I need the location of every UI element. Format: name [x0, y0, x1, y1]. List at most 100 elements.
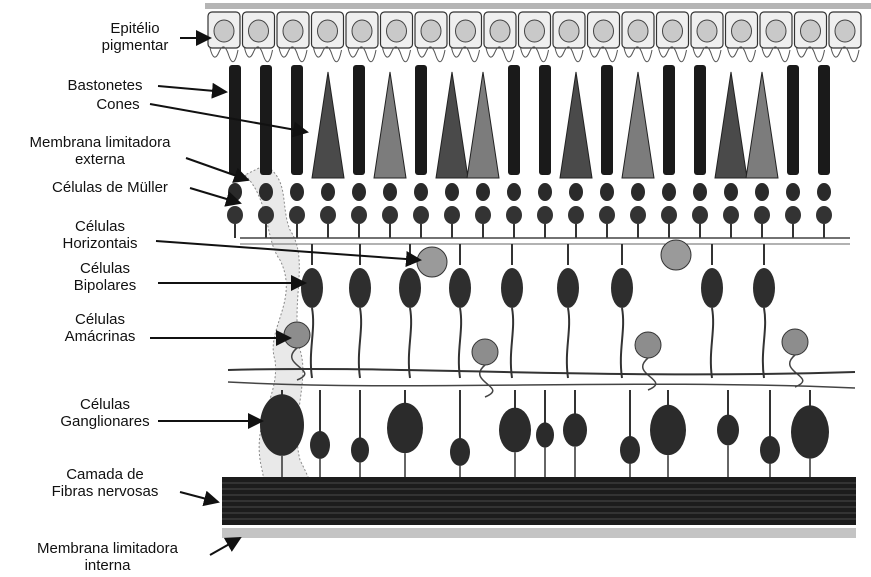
- ganglion-cell: [760, 436, 780, 464]
- label-line: Células: [50, 311, 150, 328]
- pigment-nucleus: [387, 20, 407, 42]
- bipolar-axon: [763, 308, 765, 378]
- label-line: Ganglionares: [45, 413, 165, 430]
- photoreceptor-inner-segment: [259, 183, 273, 201]
- photoreceptor-inner-segment: [786, 183, 800, 201]
- inner-neurons: [228, 240, 855, 478]
- label-line: Amácrinas: [50, 328, 150, 345]
- pigment-process: [831, 47, 859, 62]
- pigment-process: [383, 47, 411, 62]
- pigment-nucleus: [283, 20, 303, 42]
- ganglion-cell: [620, 436, 640, 464]
- ganglion-cell: [536, 422, 554, 447]
- pigment-nucleus: [801, 20, 821, 42]
- amacrine-process: [790, 355, 803, 387]
- pigment-process: [486, 47, 514, 62]
- photoreceptor-nucleus: [444, 206, 460, 224]
- photoreceptor-inner-segment: [507, 183, 521, 201]
- label-line: Células: [45, 218, 155, 235]
- ganglion-cell: [260, 394, 304, 456]
- pigment-nucleus: [214, 20, 234, 42]
- photoreceptor-inner-segment: [321, 183, 335, 201]
- rod-outer-segment: [663, 65, 675, 175]
- cone-outer-segment: [312, 72, 344, 178]
- label-membrana-limitadora-interna: Membrana limitadora interna: [5, 540, 210, 574]
- bipolar-axon: [511, 308, 513, 378]
- ganglion-cell: [351, 437, 369, 462]
- photoreceptor-nucleus: [785, 206, 801, 224]
- bipolar-axon: [311, 308, 313, 378]
- photoreceptor-inner-segment: [228, 183, 242, 201]
- label-line: Fibras nervosas: [25, 483, 185, 500]
- rod-outer-segment: [787, 65, 799, 175]
- label-line: pigmentar: [80, 37, 190, 54]
- photoreceptor-inner-segment: [476, 183, 490, 201]
- nerve-fiber-layer: [222, 477, 856, 538]
- photoreceptor-nucleus: [351, 206, 367, 224]
- photoreceptor-inner-segment: [693, 183, 707, 201]
- amacrine-cell: [635, 332, 661, 358]
- pigment-process: [728, 47, 756, 62]
- photoreceptor-inner-segment: [755, 183, 769, 201]
- rod-outer-segment: [818, 65, 830, 175]
- photoreceptor-nucleus: [320, 206, 336, 224]
- pigment-nucleus: [456, 20, 476, 42]
- rod-outer-segment: [260, 65, 272, 175]
- pigment-nucleus: [835, 20, 855, 42]
- cone-outer-segment: [715, 72, 747, 178]
- pigment-nucleus: [732, 20, 752, 42]
- label-line: Membrana limitadora: [15, 134, 185, 151]
- cone-outer-segment: [467, 72, 499, 178]
- pigment-process: [797, 47, 825, 62]
- label-celulas-amacrinas: Células Amácrinas: [50, 311, 150, 345]
- pigment-nucleus: [628, 20, 648, 42]
- photoreceptor-nucleus: [816, 206, 832, 224]
- cone-outer-segment: [436, 72, 468, 178]
- pigment-nucleus: [249, 20, 269, 42]
- pigment-nucleus: [352, 20, 372, 42]
- photoreceptor-inner-segment: [414, 183, 428, 201]
- photoreceptor-inner-segment: [352, 183, 366, 201]
- bipolar-axon: [711, 308, 713, 378]
- label-line: interna: [5, 557, 210, 574]
- bipolar-cell: [701, 268, 723, 308]
- photoreceptor-nucleus: [258, 206, 274, 224]
- rod-outer-segment: [353, 65, 365, 175]
- photoreceptor-nucleus: [289, 206, 305, 224]
- pigment-nucleus: [318, 20, 338, 42]
- pigment-nucleus: [421, 20, 441, 42]
- pigment-process: [210, 47, 238, 62]
- pigment-nucleus: [525, 20, 545, 42]
- bipolar-axon: [409, 308, 411, 378]
- ganglion-cell: [450, 438, 470, 466]
- photoreceptor-inner-segment: [600, 183, 614, 201]
- label-line: Bipolares: [55, 277, 155, 294]
- label-pointer-arrow: [158, 86, 226, 92]
- label-celulas-horizontais: Células Horizontais: [45, 218, 155, 252]
- cone-outer-segment: [560, 72, 592, 178]
- label-membrana-limitadora-externa: Membrana limitadora externa: [15, 134, 185, 168]
- pigment-nucleus: [490, 20, 510, 42]
- amacrine-cell: [472, 339, 498, 365]
- label-camada-fibras-nervosas: Camada de Fibras nervosas: [25, 466, 185, 500]
- photoreceptor-inner-segment: [817, 183, 831, 201]
- bipolar-axon: [621, 308, 623, 378]
- photoreceptor-nucleus: [537, 206, 553, 224]
- rod-outer-segment: [694, 65, 706, 175]
- amacrine-cell: [782, 329, 808, 355]
- ganglion-cell: [717, 415, 739, 446]
- pigment-process: [348, 47, 376, 62]
- photoreceptor-inner-segment: [724, 183, 738, 201]
- inner-plexiform-line: [228, 382, 855, 388]
- bipolar-cell: [349, 268, 371, 308]
- ganglion-cell: [310, 431, 330, 459]
- photoreceptor-nucleus: [599, 206, 615, 224]
- amacrine-cell: [284, 322, 310, 348]
- pigment-process: [590, 47, 618, 62]
- pigment-nucleus: [663, 20, 683, 42]
- pigment-process: [624, 47, 652, 62]
- label-line: Epitélio: [80, 20, 190, 37]
- bipolar-cell: [611, 268, 633, 308]
- label-celulas-bipolares: Células Bipolares: [55, 260, 155, 294]
